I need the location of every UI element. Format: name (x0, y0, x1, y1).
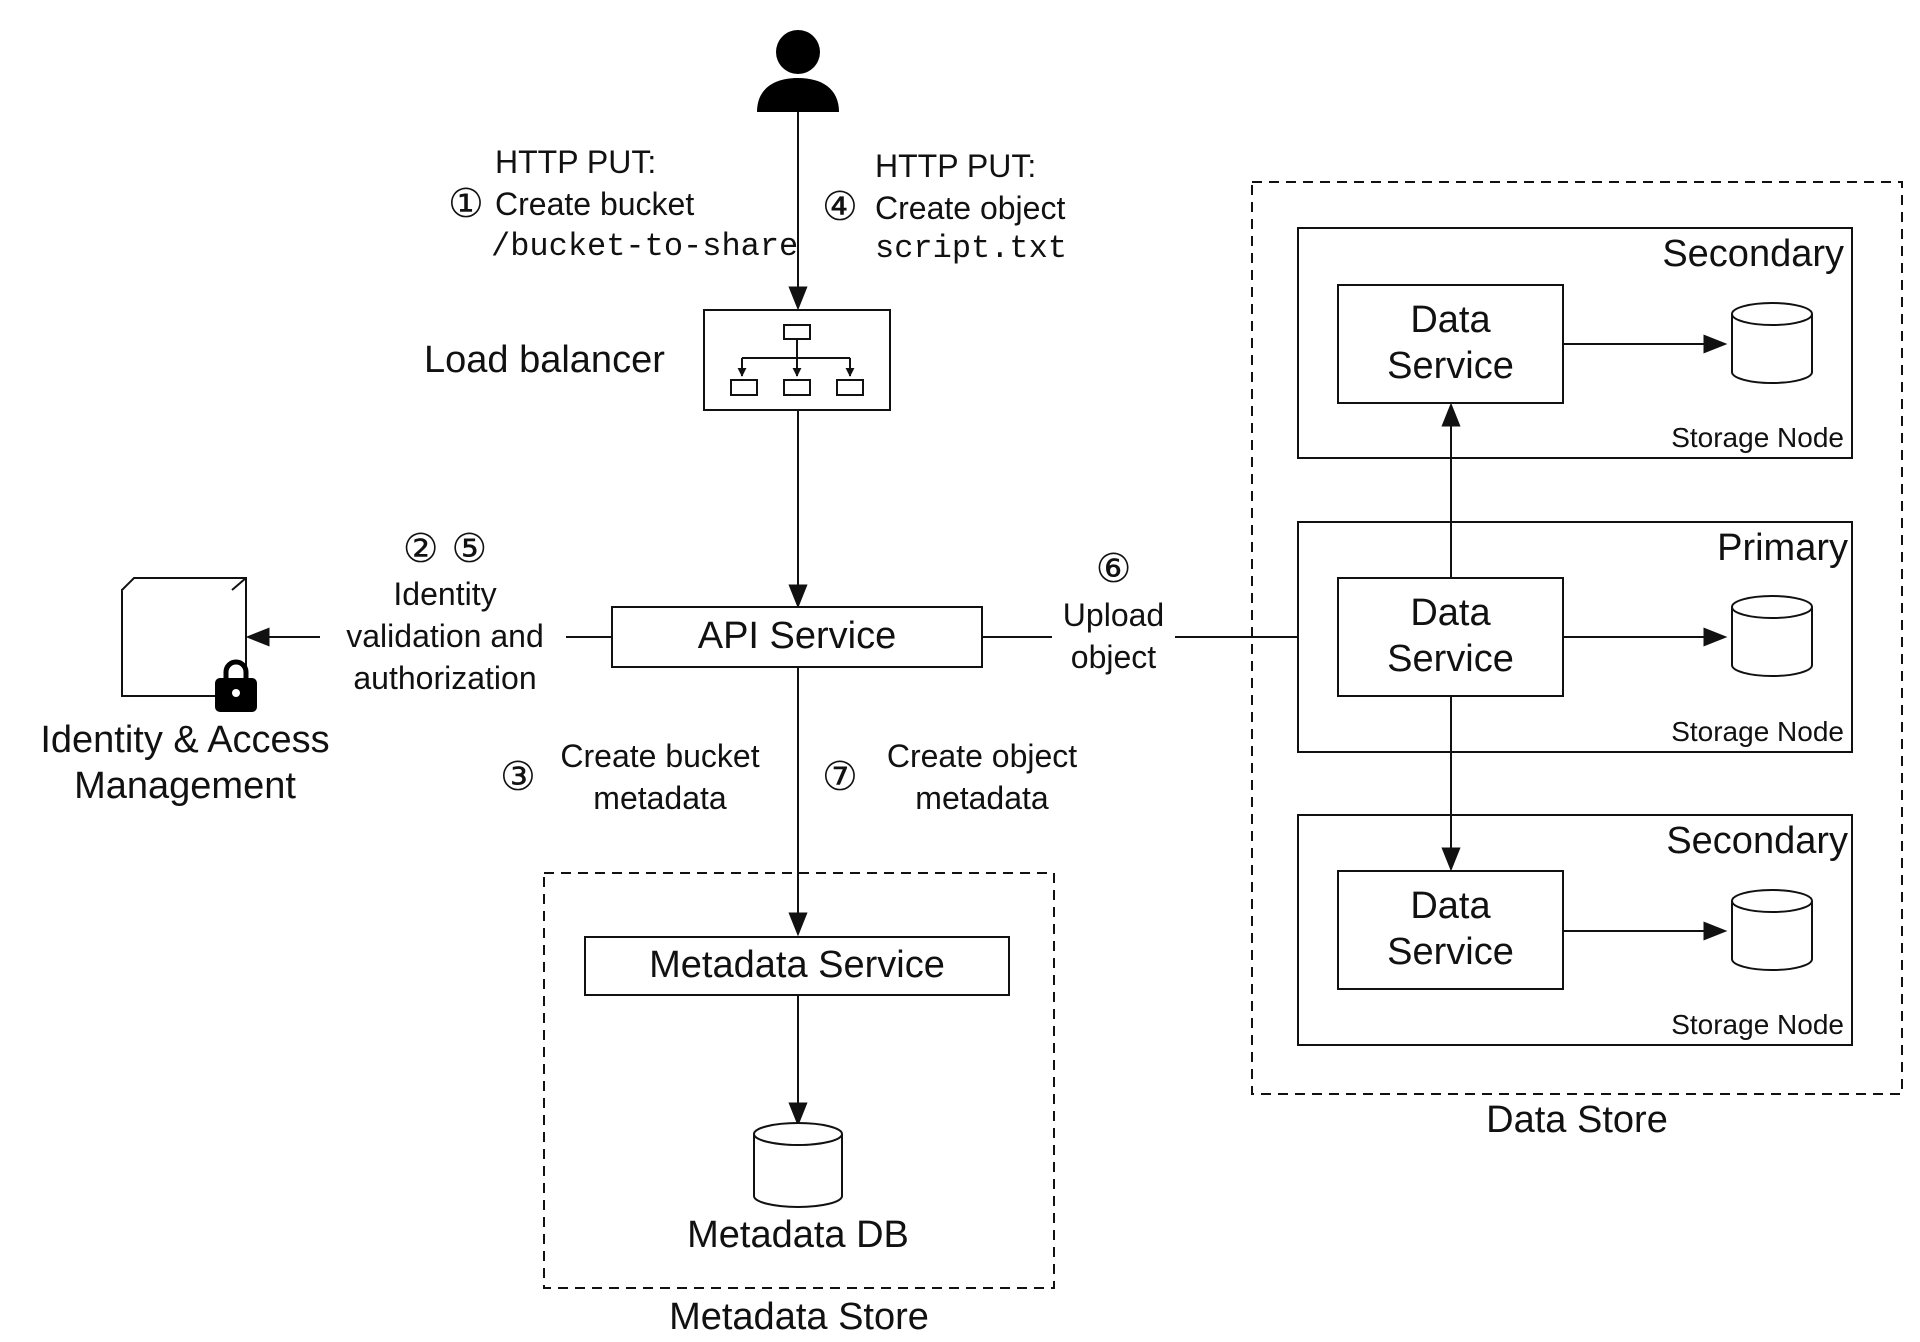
data-store-label: Data Store (1486, 1099, 1668, 1141)
step6-line1: Upload (1062, 597, 1165, 633)
step2-5-line3: authorization (353, 660, 537, 696)
data-service-label: Data Service (1338, 871, 1563, 989)
step3-line1: Create bucket (560, 738, 760, 774)
node-role-label: Secondary (1666, 820, 1848, 862)
step6-line2: object (1070, 639, 1157, 675)
data-service-line1: Data (1410, 299, 1491, 342)
metadata-db-icon (753, 1122, 843, 1208)
data-service-box (1337, 577, 1564, 697)
step4-number: ④ (822, 184, 858, 230)
step4-method: HTTP PUT: (875, 148, 1037, 184)
metadata-store-boundary (543, 872, 1055, 1289)
data-service-label: Data Service (1338, 578, 1563, 696)
step4-object: script.txt (875, 230, 1068, 267)
step3-line2: metadata (593, 780, 727, 816)
step4-action: Create object (875, 190, 1066, 226)
data-service-line2: Service (1387, 638, 1514, 680)
metadata-service-label: Metadata Service (649, 944, 945, 987)
data-store-boundary (1251, 181, 1903, 1095)
step2-5-numbers: ② ⑤ (402, 526, 488, 572)
storage-node-label: Storage Node (1671, 422, 1844, 453)
step7-line1: Create object (886, 738, 1078, 774)
iam-label-line1: Identity & Access (40, 719, 330, 761)
data-service-box (1337, 870, 1564, 990)
step7-number: ⑦ (822, 754, 858, 800)
step1-method: HTTP PUT: (495, 144, 657, 180)
step1-action: Create bucket (495, 186, 695, 222)
storage-node-label: Storage Node (1671, 716, 1844, 747)
storage-node-label: Storage Node (1671, 1009, 1844, 1040)
cube-lock-icon (121, 577, 257, 712)
iam-label-line2: Management (74, 765, 296, 807)
disk-icon (1731, 889, 1813, 971)
data-service-line2: Service (1387, 345, 1514, 387)
step3-number: ③ (500, 754, 536, 800)
data-service-line1: Data (1410, 885, 1491, 928)
node-role-label: Secondary (1662, 233, 1844, 275)
data-service-label: Data Service (1338, 285, 1563, 403)
load-balancer-label: Load balancer (424, 339, 665, 381)
step1-number: ① (448, 181, 484, 227)
api-service-label: API Service (697, 615, 897, 658)
metadata-service-box (584, 936, 1010, 996)
step6-number: ⑥ (1095, 546, 1132, 592)
data-service-line2: Service (1387, 931, 1514, 973)
user-icon (757, 30, 839, 112)
disk-icon (1731, 595, 1813, 677)
step2-5-line1: Identity (393, 576, 497, 612)
metadata-store-label: Metadata Store (669, 1296, 929, 1338)
step1-path: /bucket-to-share (491, 228, 799, 265)
data-service-line1: Data (1410, 592, 1491, 635)
step7-line2: metadata (915, 780, 1049, 816)
step2-5-line2: validation and (346, 618, 544, 654)
data-service-box (1337, 284, 1564, 404)
disk-icon (1731, 302, 1813, 384)
node-role-label: Primary (1717, 527, 1848, 569)
metadata-db-label: Metadata DB (687, 1214, 909, 1256)
hierarchy-icon (730, 324, 864, 396)
